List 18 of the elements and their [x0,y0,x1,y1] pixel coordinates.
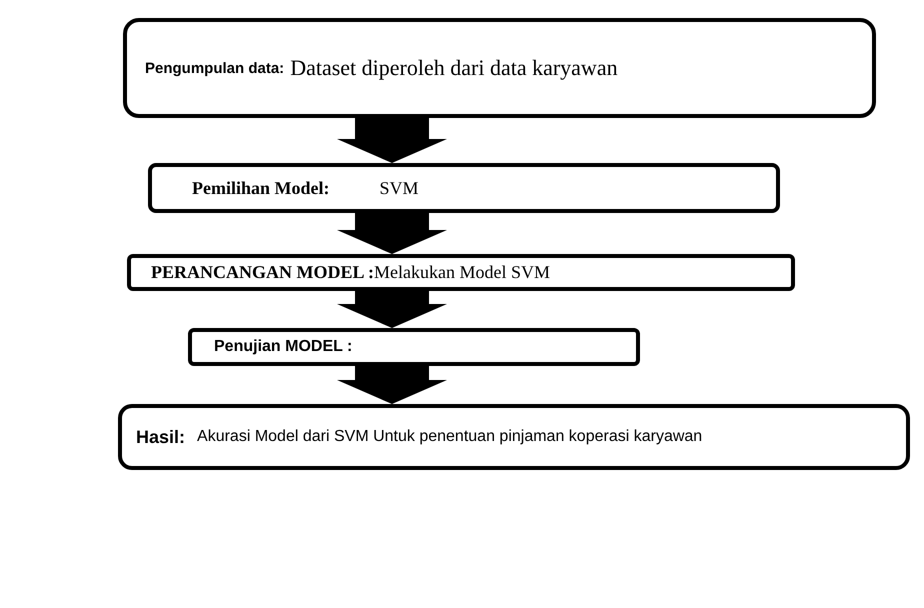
step-heading: Hasil: [136,426,186,448]
process-box [127,254,795,291]
step-heading: Pengumpulan data: [145,60,284,76]
block-arrow [337,213,447,254]
process-box [148,163,780,213]
block-arrow [337,291,447,328]
process-box [188,328,640,366]
step-heading: Pemilihan Model: [192,178,330,198]
step-heading: Penujian MODEL : [214,338,352,356]
process-box [118,404,910,470]
step-description: SVM [380,178,419,198]
step-heading: PERANCANGAN MODEL : [151,262,374,283]
step-description: Melakukan Model SVM [374,262,550,283]
block-arrow [337,118,447,163]
process-box [123,18,876,118]
step-description: Dataset diperoleh dari data karyawan [290,55,618,81]
step-description: Akurasi Model dari SVM Untuk penentuan pinjaman koperasi karyawan [197,428,702,446]
block-arrow [337,366,447,404]
